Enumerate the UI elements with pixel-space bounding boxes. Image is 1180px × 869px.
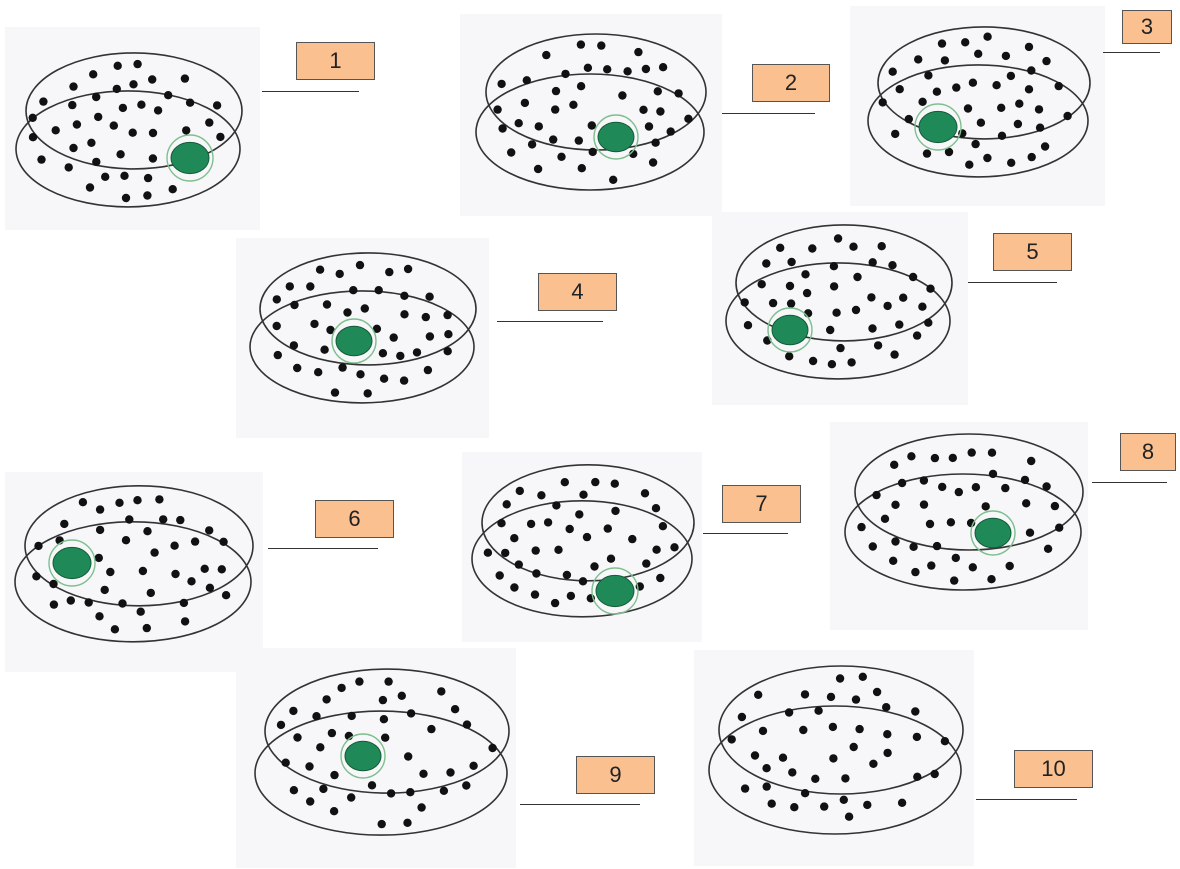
colony-dot — [754, 691, 762, 699]
colony-dot — [841, 774, 849, 782]
colony-dot — [738, 713, 746, 721]
colony-dot — [801, 690, 809, 698]
colony-dot — [873, 688, 881, 696]
colony-dot — [779, 754, 787, 762]
colony-dot — [852, 695, 860, 703]
colony-dot — [790, 803, 798, 811]
colony-dot — [911, 707, 919, 715]
colony-dot — [882, 703, 890, 711]
colony-dot — [763, 782, 771, 790]
colony-dot — [855, 725, 863, 733]
colony-dot — [829, 754, 837, 762]
colony-dot — [863, 801, 871, 809]
colony-dot — [741, 784, 749, 792]
colony-dot — [829, 723, 837, 731]
colony-dot — [913, 773, 921, 781]
colony-dot — [768, 800, 776, 808]
colony-dot — [827, 693, 835, 701]
dish-lid-rim — [719, 666, 963, 794]
colony-dot — [840, 796, 848, 804]
colony-dot — [751, 751, 759, 759]
colony-dot — [913, 733, 921, 741]
colony-dot — [836, 674, 844, 682]
colony-dot — [814, 707, 822, 715]
colony-dot — [820, 802, 828, 810]
colony-dot — [759, 727, 767, 735]
colony-dot — [931, 770, 939, 778]
colony-dot — [941, 737, 949, 745]
colony-dot — [801, 789, 809, 797]
colony-dot — [785, 708, 793, 716]
colony-dot — [811, 775, 819, 783]
colony-dot — [850, 743, 858, 751]
colony-dot — [869, 760, 877, 768]
colony-dot — [859, 673, 867, 681]
colony-dot — [788, 768, 796, 776]
answer-line — [976, 799, 1077, 800]
colony-dot — [883, 749, 891, 757]
dish-number-label: 10 — [1014, 750, 1093, 788]
colony-dot — [799, 726, 807, 734]
colony-dot — [728, 735, 736, 743]
colony-dot — [883, 730, 891, 738]
colony-dot — [762, 764, 770, 772]
colony-dot — [845, 813, 853, 821]
colony-dot — [898, 799, 906, 807]
